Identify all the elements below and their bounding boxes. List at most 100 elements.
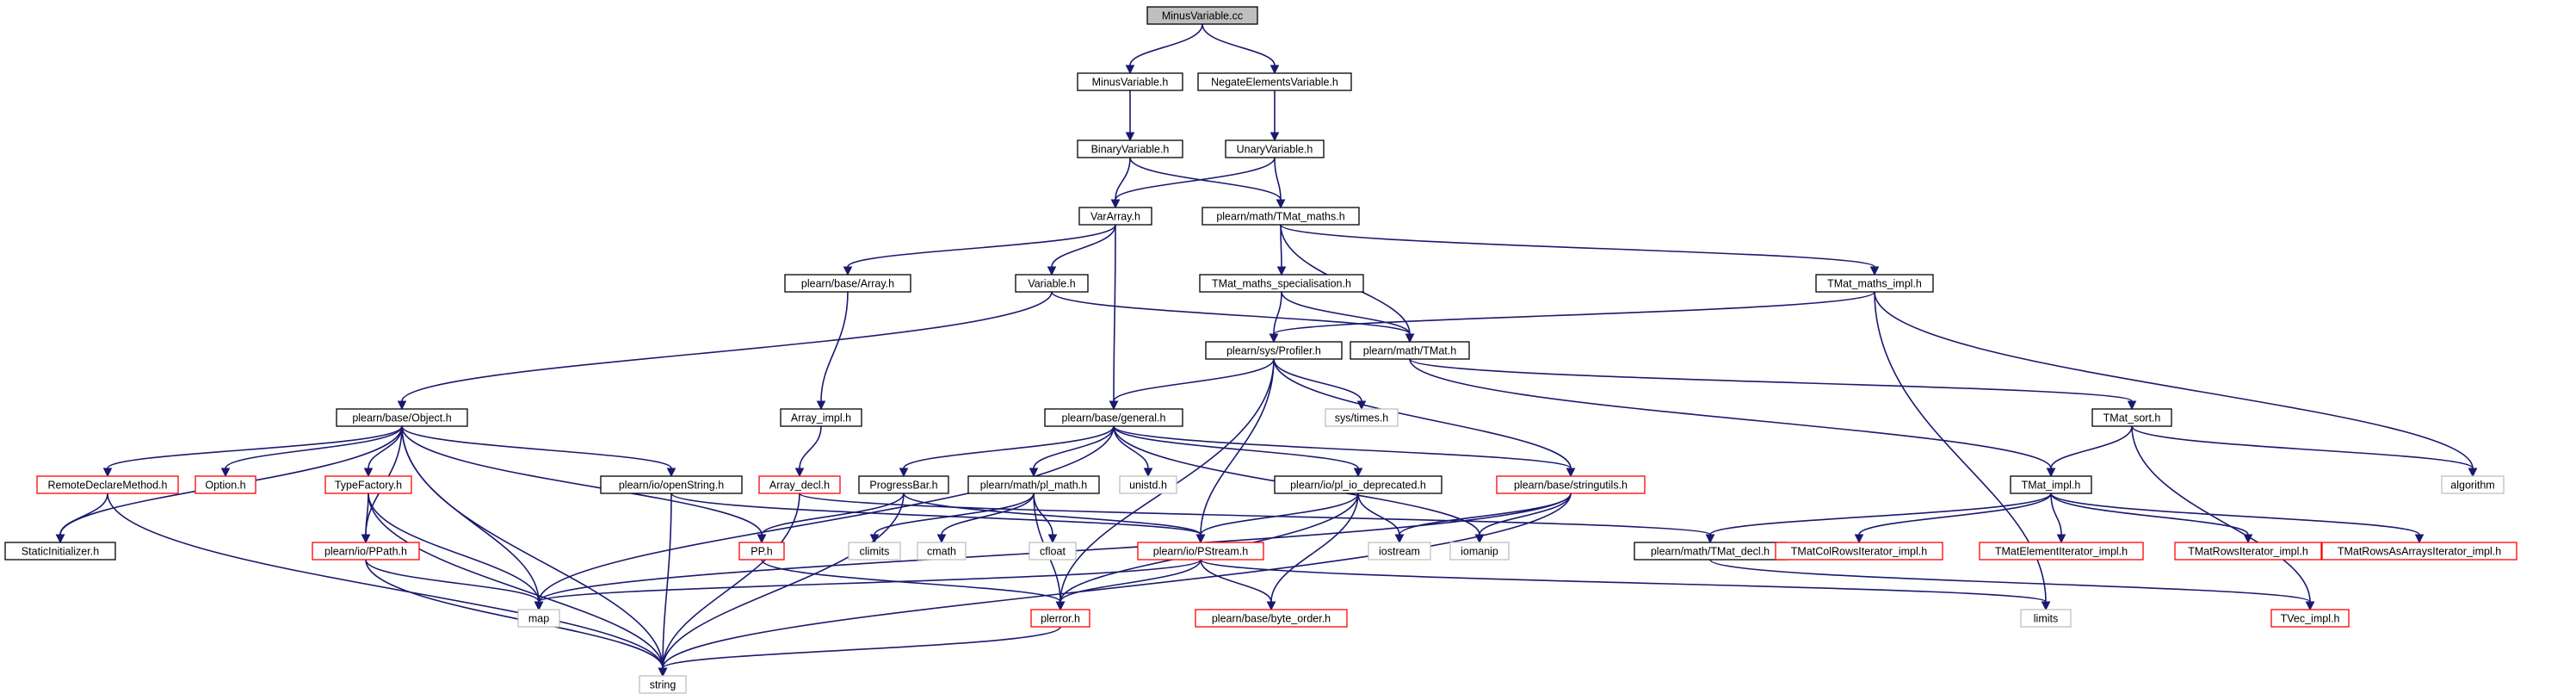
node-tmat-maths-specialisation-h[interactable]: TMat_maths_specialisation.h [1199, 274, 1364, 293]
node-box [1979, 542, 2144, 561]
node-progressbar-h[interactable]: ProgressBar.h [858, 475, 949, 494]
node-box [1225, 139, 1325, 158]
edge-line [1200, 559, 1272, 603]
node-object-h[interactable]: plearn/base/Object.h [336, 408, 468, 427]
node-label: plearn/io/PStream.h [1153, 545, 1249, 557]
edge-line [1113, 358, 1275, 402]
node-tmat-impl-h[interactable]: TMat_impl.h [2010, 475, 2092, 494]
node-pl-io-deprecated-h[interactable]: plearn/io/pl_io_deprecated.h [1274, 475, 1442, 494]
node-openstring-h[interactable]: plearn/io/openString.h [600, 475, 743, 494]
edge-arrowhead [361, 534, 371, 544]
edge-line [1113, 425, 1572, 469]
node-array-impl-h[interactable]: Array_impl.h [780, 408, 862, 427]
node-tmat-maths-h[interactable]: plearn/math/TMat_maths.h [1202, 207, 1360, 226]
dependency-edge-Array_decl_h-to-TMat_decl_h [799, 492, 1715, 544]
edge-line [1273, 291, 1875, 335]
node-label: plearn/base/Array.h [801, 277, 894, 289]
node-ppath-h[interactable]: plearn/io/PPath.h [312, 542, 420, 561]
node-profiler-h[interactable]: plearn/sys/Profiler.h [1205, 341, 1343, 360]
node-tvec-impl-h[interactable]: TVec_impl.h [2270, 609, 2350, 628]
node-box [738, 542, 785, 561]
node-remotedeclaremethod-h[interactable]: RemoteDeclareMethod.h [36, 475, 179, 494]
node-tmat-decl-h[interactable]: plearn/math/TMat_decl.h [1634, 542, 1787, 561]
edge-line [401, 291, 1053, 402]
node-tmat-h[interactable]: plearn/math/TMat.h [1350, 341, 1470, 360]
node-tmatcolrowsiterator-impl-h[interactable]: TMatColRowsIterator_impl.h [1775, 542, 1943, 561]
node-tmatelementiterator-impl-h[interactable]: TMatElementIterator_impl.h [1979, 542, 2144, 561]
dependency-edge-Object_h-to-TypeFactory_h [363, 425, 403, 478]
edge-line [2131, 425, 2474, 469]
node-box [1029, 542, 1077, 561]
edge-line [1200, 559, 2047, 603]
node-binaryvariable-h[interactable]: BinaryVariable.h [1077, 139, 1183, 158]
edge-line [847, 224, 1116, 268]
node-label: VarArray.h [1090, 210, 1140, 222]
edge-line [1129, 23, 1203, 66]
node-box [1077, 72, 1183, 91]
node-box [1350, 341, 1470, 360]
edge-line [1874, 291, 2474, 469]
edge-line [1129, 157, 1282, 201]
node-tmat-sort-h[interactable]: TMat_sort.h [2091, 408, 2172, 427]
node-tmatrowsiterator-impl-h[interactable]: TMatRowsIterator_impl.h [2174, 542, 2322, 561]
node-pp-h[interactable]: PP.h [738, 542, 785, 561]
node-pl-math-h[interactable]: plearn/math/pl_math.h [967, 475, 1100, 494]
edge-arrowhead [2414, 534, 2425, 544]
node-algorithm: algorithm [2441, 475, 2505, 494]
node-tmat-maths-impl-h[interactable]: TMat_maths_impl.h [1815, 274, 1934, 293]
node-byte-order-h[interactable]: plearn/base/byte_order.h [1195, 609, 1348, 628]
node-pstream-h[interactable]: plearn/io/PStream.h [1137, 542, 1264, 561]
node-general-h[interactable]: plearn/base/general.h [1044, 408, 1183, 427]
node-vararray-h[interactable]: VarArray.h [1078, 207, 1152, 226]
dependency-edge-TypeFactory_h-to-string [368, 492, 668, 678]
node-array-decl-h[interactable]: Array_decl.h [758, 475, 841, 494]
node-array-h[interactable]: plearn/base/Array.h [784, 274, 911, 293]
dependency-edge-Array_impl_h-to-Array_decl_h [794, 425, 822, 478]
dependency-edge-PStream_h-to-byte_order_h [1200, 559, 1276, 611]
edge-line [368, 492, 664, 669]
node-variable-h[interactable]: Variable.h [1015, 274, 1089, 293]
node-box [2270, 609, 2350, 628]
edge-line [1113, 224, 1116, 402]
edge-line [1200, 358, 1275, 536]
edge-line [1409, 358, 2052, 469]
edge-arrowhead [55, 534, 65, 544]
node-box [1146, 6, 1258, 25]
node-tmatrowsasarraysiterator-impl-h[interactable]: TMatRowsAsArraysIterator_impl.h [2321, 542, 2517, 561]
node-option-h[interactable]: Option.h [195, 475, 256, 494]
dependency-edge-general_h-to-ProgressBar_h [899, 425, 1115, 478]
edge-arrowhead [1109, 400, 1119, 411]
node-label: Option.h [205, 479, 245, 491]
node-box [1044, 408, 1183, 427]
edge-arrowhead [1125, 65, 1135, 75]
dependency-edge-TMat_impl_h-to-TMatRowsAsArraysIterator_impl_h [2050, 492, 2425, 544]
edge-arrowhead [757, 534, 767, 544]
node-staticinitializer-h[interactable]: StaticInitializer.h [4, 542, 116, 561]
dependency-edge-MinusVariable_h-to-BinaryVariable_h [1125, 90, 1135, 142]
node-label: TMatElementIterator_impl.h [1995, 545, 2128, 557]
edge-line [401, 425, 763, 536]
node-minusvariable-h[interactable]: MinusVariable.h [1077, 72, 1183, 91]
edge-line [799, 425, 822, 469]
node-plerror-h[interactable]: plerror.h [1030, 609, 1090, 628]
node-label: limits [2034, 612, 2058, 624]
node-unaryvariable-h[interactable]: UnaryVariable.h [1225, 139, 1325, 158]
node-stringutils-h[interactable]: plearn/base/stringutils.h [1496, 475, 1646, 494]
edge-line [874, 492, 1035, 536]
node-label: unistd.h [1129, 479, 1167, 491]
node-box [1137, 542, 1264, 561]
node-minusvariable-cc[interactable]: MinusVariable.cc [1146, 6, 1258, 25]
node-box [758, 475, 841, 494]
node-negateelementsvariable-h[interactable]: NegateElementsVariable.h [1197, 72, 1352, 91]
edge-line [662, 492, 1572, 669]
edge-arrowhead [794, 468, 805, 478]
node-typefactory-h[interactable]: TypeFactory.h [324, 475, 412, 494]
node-box [1015, 274, 1089, 293]
node-box [36, 475, 179, 494]
edge-line [1274, 157, 1282, 201]
edge-arrowhead [1029, 468, 1039, 478]
edge-line [820, 291, 849, 402]
dependency-edge-pl_math_h-to-cmath [936, 492, 1035, 544]
node-box [917, 542, 967, 561]
edge-line [1200, 492, 1359, 536]
